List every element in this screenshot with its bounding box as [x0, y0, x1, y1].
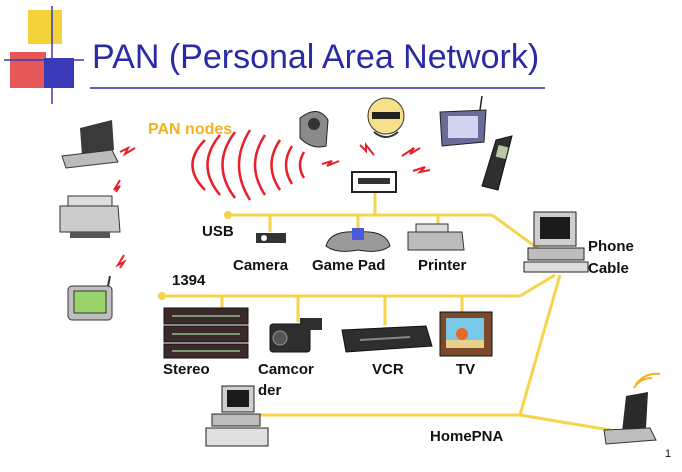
stereo-icon	[163, 307, 249, 359]
game-pad-label: Game Pad	[312, 257, 386, 274]
tv-label: TV	[456, 361, 476, 378]
printer-icon	[59, 195, 121, 238]
camera-icon	[256, 233, 286, 243]
hub-icon	[351, 171, 397, 193]
usb-bus-end	[224, 211, 232, 219]
camera-label: Camera	[233, 257, 289, 274]
printer-label: Printer	[418, 257, 467, 274]
wireless-links	[113, 142, 431, 269]
desktop-pc-icon	[205, 385, 269, 447]
wireless-waves	[191, 129, 306, 201]
pan-nodes-label: PAN nodes	[148, 121, 233, 138]
game-pad-icon	[325, 228, 391, 252]
printer-icon	[407, 223, 465, 251]
tablet-icon	[439, 95, 487, 147]
vcr-icon	[341, 325, 433, 353]
user-headset-icon	[367, 97, 405, 138]
cellphone-icon	[481, 135, 513, 191]
wireless-device-icon	[299, 111, 329, 148]
usb-label: USB	[202, 223, 234, 240]
bus-lines	[162, 192, 611, 432]
firewire-label: 1394	[172, 272, 206, 289]
tv-icon	[439, 311, 493, 357]
desktop-pc-icon	[523, 211, 589, 273]
phone-cable-label-line2: Cable	[588, 260, 629, 277]
pda-icon	[67, 275, 113, 321]
stereo-label: Stereo	[163, 361, 210, 378]
slide-logo	[4, 6, 84, 104]
camcorder-icon	[269, 318, 322, 353]
camcorder-label-line1: Camcor	[258, 361, 314, 378]
laptop-icon	[61, 120, 119, 169]
phone-cable-label-line1: Phone	[588, 238, 634, 255]
firewire-bus-end	[158, 292, 166, 300]
wireless-laptop-icon	[603, 372, 661, 445]
camcorder-label-line2: der	[258, 382, 282, 399]
homepna-label: HomePNA	[430, 428, 504, 445]
vcr-label: VCR	[372, 361, 404, 378]
slide-title: PAN (Personal Area Network)	[92, 38, 540, 76]
page-number: 1	[665, 448, 672, 460]
